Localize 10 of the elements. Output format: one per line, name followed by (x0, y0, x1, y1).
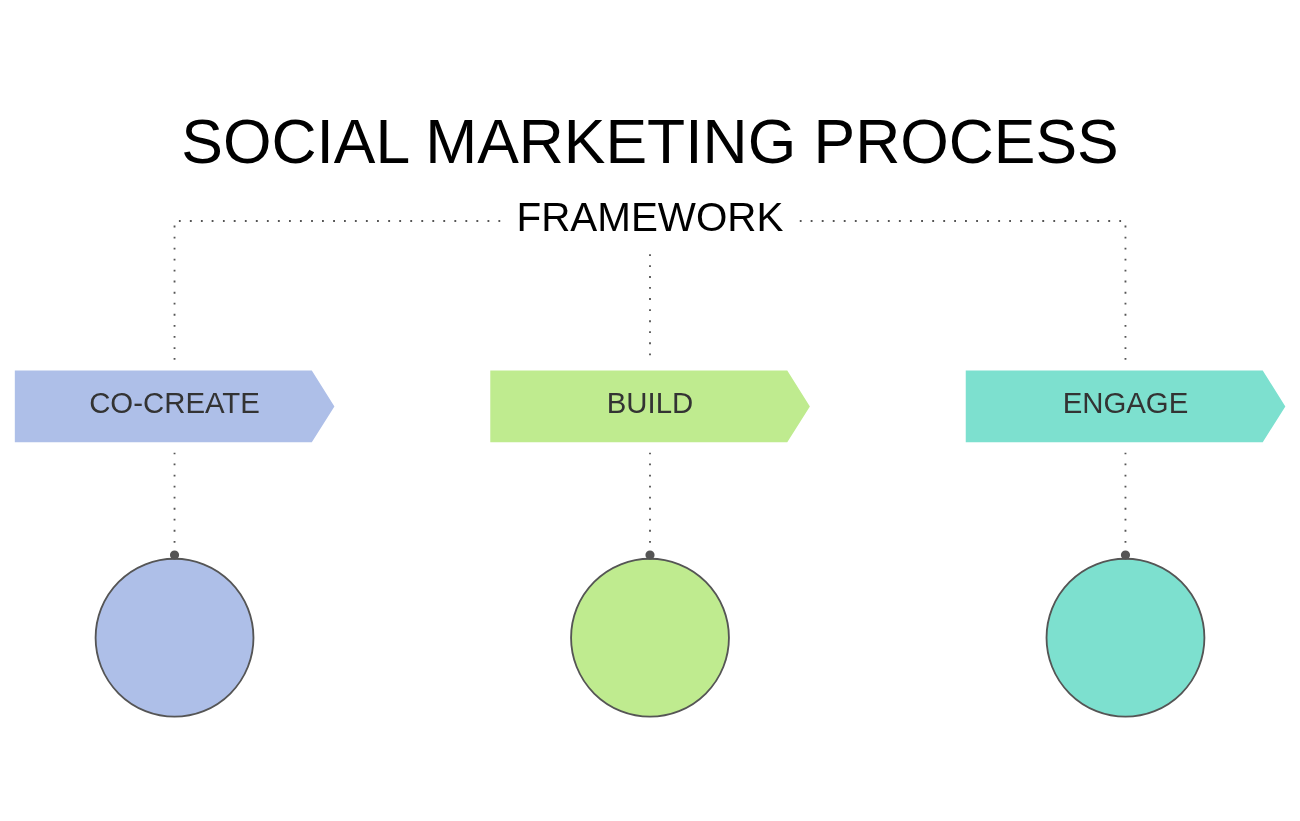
connector (173, 219, 502, 361)
connector (645, 451, 655, 560)
connector (1120, 451, 1131, 560)
diagram-title: SOCIAL MARKETING PROCESS (181, 106, 1119, 176)
node-circle (570, 557, 730, 718)
connector (798, 219, 1127, 361)
node-circle (94, 557, 255, 718)
node-circle (1045, 557, 1206, 718)
connector (169, 451, 180, 560)
node-text: FRAMEWORK (516, 193, 784, 240)
